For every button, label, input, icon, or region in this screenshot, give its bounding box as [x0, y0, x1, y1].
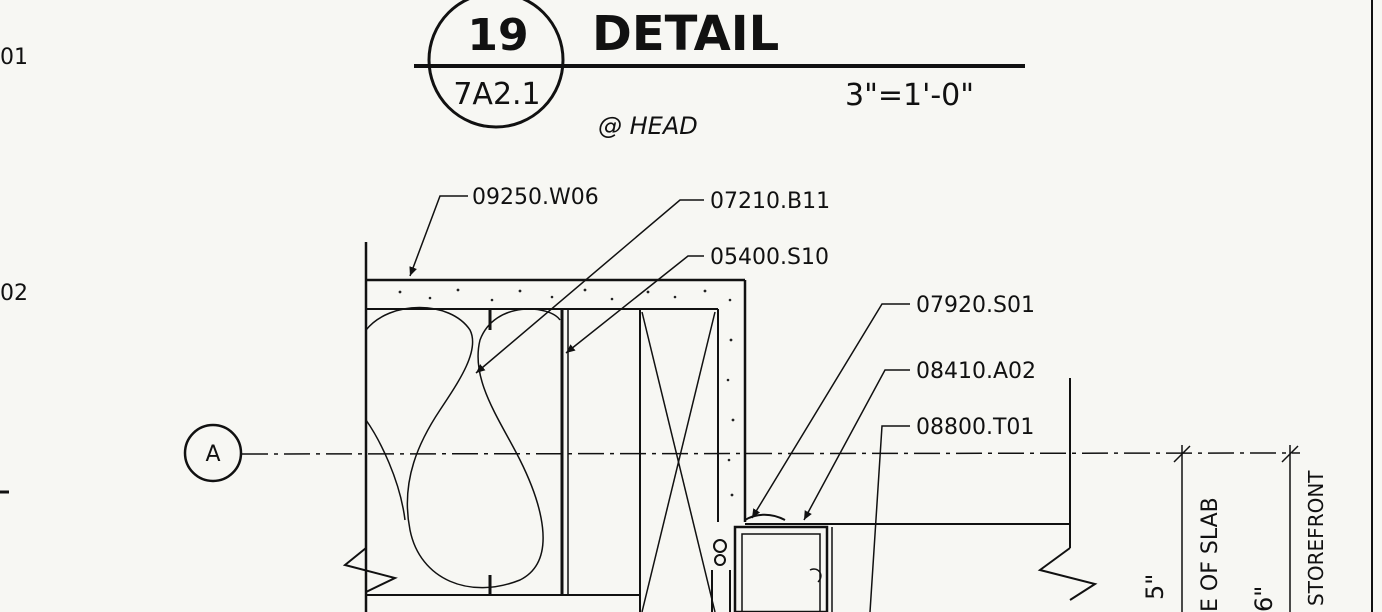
leader-c4 [751, 303, 910, 519]
callout-08800-t01: 08800.T01 [916, 415, 1034, 440]
dim-6-inch: 6" [1250, 586, 1278, 612]
detail-number: 19 [467, 10, 528, 61]
wall-assembly [342, 242, 1098, 612]
detail-location: @ HEAD [598, 112, 698, 140]
insulation-batt [365, 306, 561, 589]
leader-c3 [565, 255, 704, 354]
callout-07920-s01: 07920.S01 [916, 293, 1035, 318]
leader-c6 [869, 425, 910, 612]
callout-09250-w06: 09250.W06 [472, 185, 599, 210]
grid-bubble-label: A [205, 442, 220, 467]
callout-07210-b11: 07210.B11 [710, 189, 830, 214]
grid-line-a: A [183, 423, 1301, 483]
detail-scale: 3"=1'-0" [845, 78, 974, 113]
margin-note-01: 01 [0, 45, 28, 70]
leader-c5 [803, 369, 910, 521]
detail-title-block: 19 7A2.1 DETAIL 3"=1'-0" @ HEAD [414, 0, 1025, 140]
leader-c1 [409, 195, 468, 277]
detail-sheet-ref: 7A2.1 [453, 77, 540, 112]
detail-title: DETAIL [592, 6, 779, 62]
detail-bubble [427, 0, 565, 129]
dim-5-inch: 5" [1141, 574, 1169, 600]
dim-label-slab: E OF SLAB [1198, 497, 1223, 612]
dimension-lines [1173, 445, 1299, 612]
callout-05400-s10: 05400.S10 [710, 245, 829, 270]
storefront-head [711, 378, 1071, 612]
grid-axis-line [241, 452, 1301, 455]
callout-leaders [409, 195, 910, 612]
sheathing-stipple [398, 288, 735, 497]
callout-08410-a02: 08410.A02 [916, 359, 1036, 384]
leader-c2 [475, 199, 704, 374]
dim-label-storefront: STOREFRONT [1304, 470, 1328, 606]
margin-note-02: 02 [0, 281, 28, 306]
grid-bubble [183, 423, 243, 483]
